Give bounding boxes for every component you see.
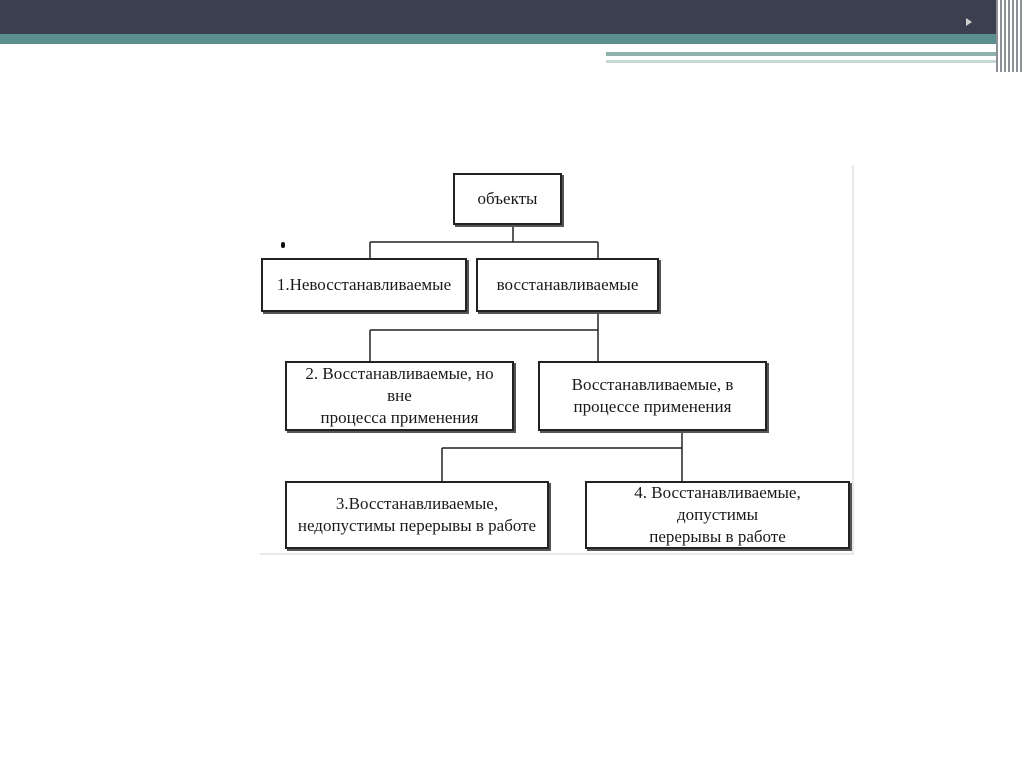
node-interruptions-not-allowed: 3.Восстанавливаемые, недопустимы перерыв… — [285, 481, 549, 549]
node-restorable: восстанавливаемые — [476, 258, 659, 312]
node-objects-label: объекты — [477, 189, 538, 208]
node-objects: объекты — [453, 173, 562, 225]
node-restorable-outside-use-label: 2. Восстанавливаемые, но вне процесса пр… — [305, 364, 494, 427]
classification-diagram — [260, 165, 854, 555]
node-restorable-outside-use: 2. Восстанавливаемые, но вне процесса пр… — [285, 361, 514, 431]
node-interruptions-not-allowed-label: 3.Восстанавливаемые, недопустимы перерыв… — [297, 494, 537, 535]
slide-header-line — [606, 60, 1006, 63]
node-restorable-in-use-label: Восстанавливаемые, в процессе применения — [571, 375, 734, 416]
slide-header-bar — [0, 0, 1000, 34]
node-interruptions-allowed: 4. Восстанавливаемые, допустимы перерывы… — [585, 481, 850, 549]
node-restorable-in-use: Восстанавливаемые, в процессе применения — [538, 361, 767, 431]
slide-header-ribs — [996, 0, 1024, 72]
node-interruptions-allowed-label: 4. Восстанавливаемые, допустимы перерывы… — [634, 483, 801, 546]
slide-arrow-icon — [966, 18, 972, 26]
node-nonrestorable-label: 1.Невосстанавливаемые — [276, 275, 452, 294]
slide-header-line — [606, 52, 1006, 56]
node-nonrestorable: 1.Невосстанавливаемые — [261, 258, 467, 312]
stray-mark — [281, 242, 285, 248]
slide-header-accent — [0, 34, 1000, 44]
node-restorable-label: восстанавливаемые — [496, 275, 639, 294]
